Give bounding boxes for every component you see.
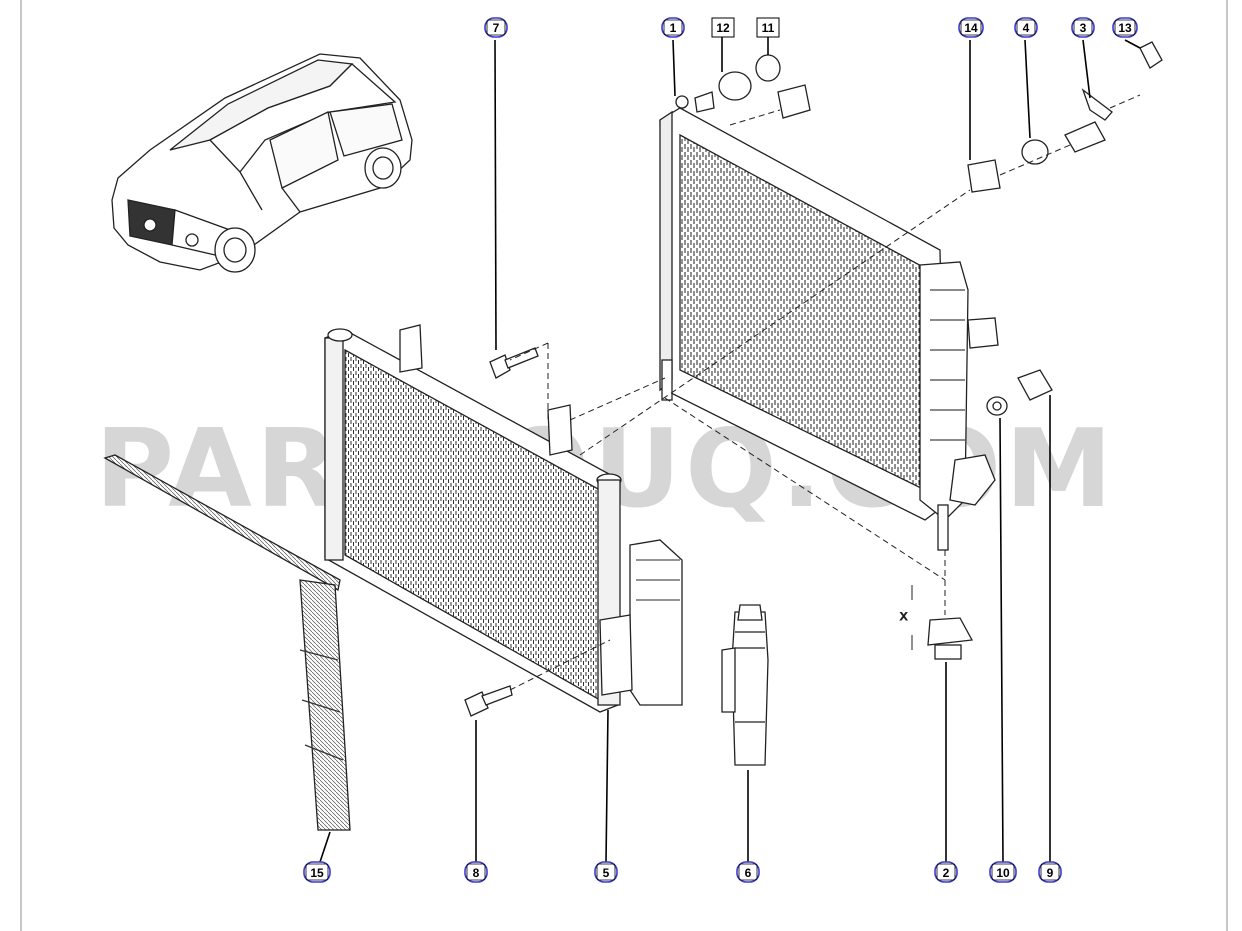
callout-6[interactable]: 6 [736, 861, 760, 883]
callout-14-label: 14 [964, 21, 978, 35]
callout-10-label: 10 [996, 866, 1010, 880]
left-border [20, 0, 22, 931]
callout-2-label: 2 [943, 866, 950, 880]
callout-8[interactable]: 8 [464, 861, 488, 883]
callout-10[interactable]: 10 [989, 861, 1017, 883]
receiver-dryer [721, 604, 769, 766]
engine-radiator [659, 91, 999, 551]
callout-4-label: 4 [1023, 21, 1030, 35]
right-border [1226, 0, 1228, 931]
callout-13[interactable]: 13 [1112, 17, 1138, 38]
callout-12[interactable]: 12 [711, 17, 735, 38]
callout-9-label: 9 [1047, 866, 1054, 880]
callouts: 7 1 12 11 14 4 [303, 17, 1138, 883]
assembly-lines [509, 94, 1141, 691]
drain-plug-9 [1017, 369, 1053, 401]
callout-14[interactable]: 14 [958, 17, 984, 38]
bracket-3 [1064, 121, 1106, 153]
callout-3-label: 3 [1080, 21, 1087, 35]
callout-13-label: 13 [1118, 21, 1132, 35]
callout-5[interactable]: 5 [594, 861, 618, 883]
rubber-mount-2 [927, 617, 974, 646]
small-parts [464, 41, 1163, 717]
callout-5-label: 5 [603, 866, 610, 880]
leader-lines [319, 37, 1141, 863]
callout-1-label: 1 [670, 21, 677, 35]
mount-11 [755, 54, 781, 82]
callout-9[interactable]: 9 [1038, 861, 1062, 883]
dimension-mark: X [900, 585, 913, 650]
vehicle-illustration [111, 53, 413, 273]
dimension-x-label: X [900, 611, 908, 623]
ac-condenser [324, 324, 683, 713]
callout-12-label: 12 [716, 21, 730, 35]
callout-4[interactable]: 4 [1014, 17, 1038, 38]
clip-14 [967, 159, 1001, 193]
callout-3[interactable]: 3 [1071, 17, 1095, 38]
clip-13 [1139, 41, 1163, 69]
callout-15-label: 15 [310, 866, 324, 880]
callout-2[interactable]: 2 [934, 861, 958, 883]
callout-11-label: 11 [762, 21, 775, 35]
air-deflector [103, 454, 351, 831]
callout-6-label: 6 [745, 866, 752, 880]
clamp-12 [718, 71, 752, 101]
callout-11[interactable]: 11 [756, 17, 780, 38]
callout-15[interactable]: 15 [303, 861, 331, 883]
callout-7[interactable]: 7 [484, 17, 508, 38]
callout-8-label: 8 [473, 866, 480, 880]
callout-7-label: 7 [493, 21, 500, 35]
nut-4 [1021, 139, 1049, 165]
callout-1[interactable]: 1 [661, 17, 685, 38]
